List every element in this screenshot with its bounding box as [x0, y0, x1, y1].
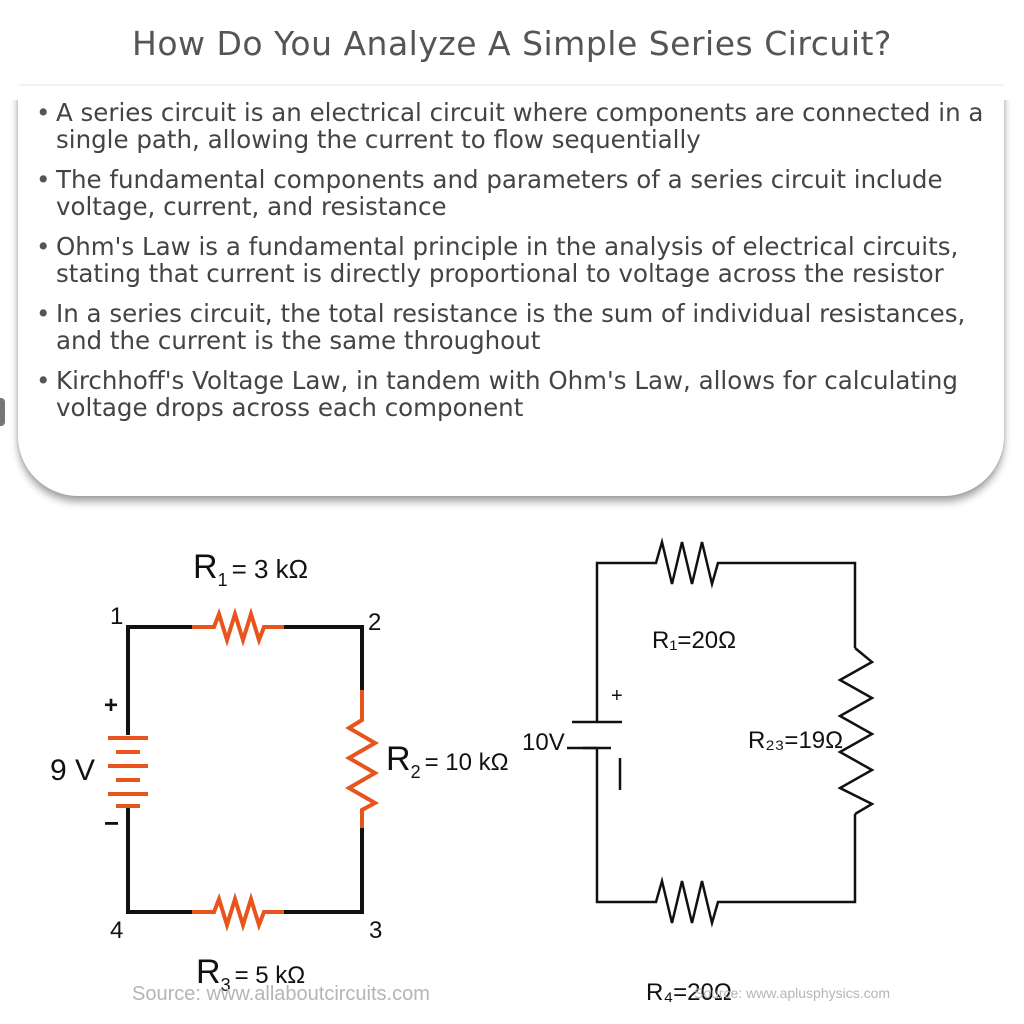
- bullet-item: A series circuit is an electrical circui…: [30, 99, 990, 153]
- minus-sign: −: [104, 808, 119, 838]
- bullet-item: Ohm's Law is a fundamental principle in …: [30, 233, 990, 287]
- r3-label: R3= 5 kΩ: [196, 953, 305, 995]
- bullet-item: The fundamental components and parameter…: [30, 166, 990, 220]
- summary-card: [18, 86, 1004, 496]
- plus-sign-right: +: [611, 685, 623, 707]
- source-credit-right: Source: www.aplusphysics.com: [694, 985, 890, 1001]
- node-2: 2: [368, 609, 381, 636]
- voltage-label-9v: 9 V: [50, 754, 95, 787]
- bullet-list: A series circuit is an electrical circui…: [30, 99, 990, 435]
- right-resistors: [650, 537, 875, 928]
- voltage-label-10v: 10V: [522, 729, 565, 756]
- battery-10v: [572, 720, 622, 790]
- resistor-r3: [192, 892, 284, 932]
- resistor-r23: [837, 647, 875, 816]
- node-1: 1: [110, 603, 123, 630]
- battery-9v: [108, 736, 148, 808]
- left-circuit: R1= 3 kΩ R2= 10 kΩ R3= 5 kΩ 9 V + − 1 2 …: [50, 548, 509, 1005]
- bullet-item: In a series circuit, the total resistanc…: [30, 300, 990, 354]
- r23-label: R₂₃=19Ω: [748, 727, 843, 754]
- resistor-r1: [192, 607, 284, 647]
- r2-label: R2= 10 kΩ: [386, 740, 509, 782]
- left-wires: [126, 625, 364, 914]
- r1-right-label: R₁=20Ω: [652, 627, 736, 654]
- node-4: 4: [110, 917, 123, 944]
- r1-label: R1= 3 kΩ: [193, 548, 308, 590]
- resistor-r1-right: [650, 537, 724, 589]
- right-wires: [567, 561, 857, 904]
- source-credit-left: Source: www.allaboutcircuits.com: [132, 983, 430, 1005]
- left-edge-tab: [0, 398, 5, 426]
- left-resistors: [192, 607, 380, 932]
- plus-sign: +: [104, 692, 118, 719]
- r4-right-label: R₄=20Ω: [646, 979, 732, 1006]
- page-title: How Do You Analyze A Simple Series Circu…: [132, 24, 892, 63]
- right-circuit: 10V + R₁=20Ω R₂₃=19Ω R₄=20Ω Source: www.…: [522, 537, 890, 1006]
- resistor-r2: [344, 690, 380, 828]
- resistor-r4: [650, 876, 724, 928]
- bullet-item: Kirchhoff's Voltage Law, in tandem with …: [30, 367, 990, 421]
- node-3: 3: [369, 917, 382, 944]
